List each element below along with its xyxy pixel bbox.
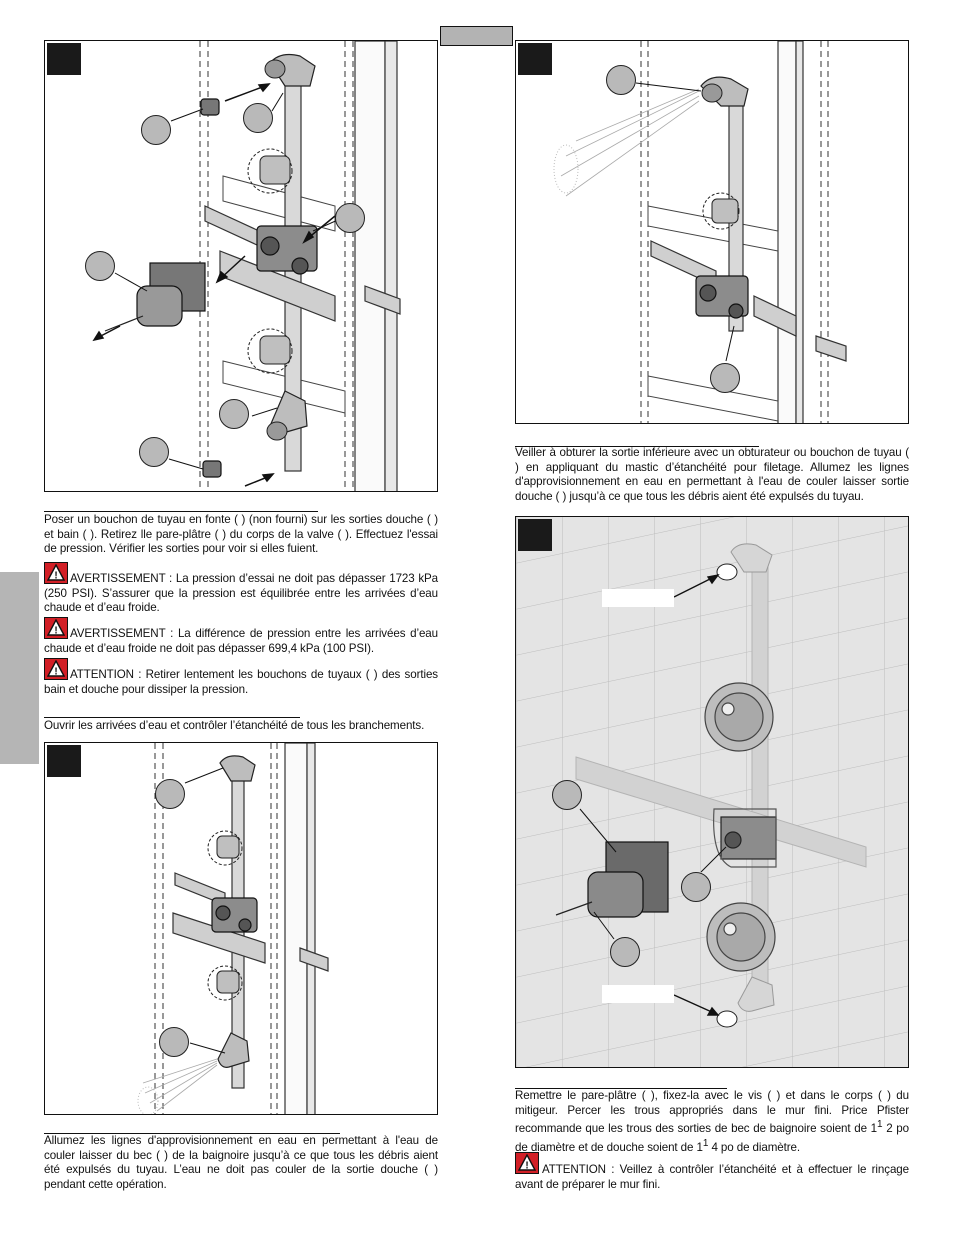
step4-number-box xyxy=(518,43,552,75)
fraction-denominator: 2 xyxy=(886,1122,893,1136)
step1-diagram xyxy=(92,41,401,491)
step4-heading-rule xyxy=(515,446,759,447)
warning-triangle-icon: ! xyxy=(44,562,68,584)
callout-valve-body xyxy=(681,872,711,902)
step4-diagram xyxy=(553,41,847,423)
svg-text:!: ! xyxy=(525,1161,528,1172)
callout-cast-plug-bottom xyxy=(139,437,169,467)
callout-cast-plug-top xyxy=(141,115,171,145)
step1-caution: ATTENTION : Retirer lentement les boucho… xyxy=(44,668,438,696)
callout-plaster-guard xyxy=(85,251,115,281)
step1-body-text: Poser un bouchon de tuyau en fonte ( ) (… xyxy=(44,513,438,556)
warning-triangle-icon: ! xyxy=(515,1152,539,1174)
label-tub-outlet xyxy=(602,985,674,1003)
callout-lower-plug xyxy=(710,363,740,393)
fraction-denominator: 4 xyxy=(711,1140,718,1154)
step3-body: Allumez les lignes d'approvisionnement e… xyxy=(44,1134,438,1191)
svg-text:!: ! xyxy=(54,571,57,582)
step1-warning1: AVERTISSEMENT : La pression d’essai ne d… xyxy=(44,572,438,615)
callout-shower-outlet xyxy=(243,103,273,133)
step2-heading-rule xyxy=(44,717,300,718)
callout-valve-body xyxy=(335,203,365,233)
step5-number-box xyxy=(518,519,552,551)
label-shower-outlet xyxy=(602,589,674,607)
step2-body: Ouvrir les arrivées d’eau et contrôler l… xyxy=(44,719,425,732)
warning-triangle-icon: ! xyxy=(44,658,68,680)
svg-text:!: ! xyxy=(54,667,57,678)
step5-body: Remettre le pare-plâtre ( ), fixez-la av… xyxy=(515,1089,909,1154)
step3-number-box xyxy=(47,745,81,777)
step1-body: Poser un bouchon de tuyau en fonte ( ) (… xyxy=(44,513,438,557)
svg-text:!: ! xyxy=(54,626,57,637)
callout-tub-spout xyxy=(159,1027,189,1057)
step1-illustration xyxy=(44,40,438,492)
side-language-tab xyxy=(0,572,39,764)
step5-illustration xyxy=(515,516,909,1068)
step3-diagram xyxy=(137,743,329,1114)
callout-shower-outlet xyxy=(606,65,636,95)
step1-heading-rule xyxy=(44,511,318,512)
callout-shower-outlet xyxy=(155,779,185,809)
callout-screw xyxy=(610,937,640,967)
step5-diagram xyxy=(516,517,908,1067)
warning-triangle-icon: ! xyxy=(44,617,68,639)
callout-tub-outlet xyxy=(219,399,249,429)
step1-warning2: AVERTISSEMENT : La différence de pressio… xyxy=(44,627,438,655)
step5-heading-rule xyxy=(515,1088,727,1089)
fraction-numerator: 1 xyxy=(702,1137,709,1149)
step5-caution: ATTENTION : Veillez à contrôler l’étanch… xyxy=(515,1163,909,1191)
step4-body: Veiller à obturer la sortie inférieure a… xyxy=(515,446,909,503)
step3-illustration xyxy=(44,742,438,1115)
step1-number-box xyxy=(47,43,81,75)
step4-illustration xyxy=(515,40,909,424)
callout-plaster-guard xyxy=(552,780,582,810)
language-tab xyxy=(440,26,513,46)
fraction-numerator: 1 xyxy=(877,1119,883,1131)
step3-heading-rule xyxy=(44,1133,340,1134)
